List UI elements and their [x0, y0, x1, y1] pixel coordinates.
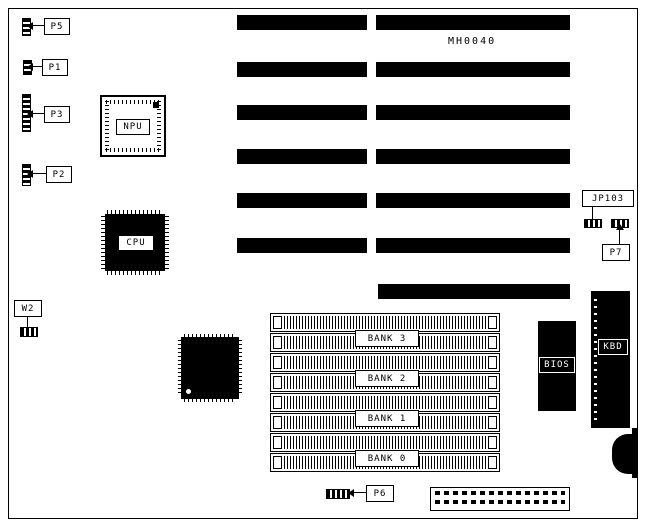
simm-pins [284, 356, 486, 369]
isa-slot [378, 284, 570, 299]
simm-socket-row [270, 433, 500, 452]
simm-clip-right [488, 356, 497, 369]
p6-jumper-icon [326, 489, 350, 499]
isa-slot [376, 62, 570, 77]
simm-socket-row [270, 353, 500, 372]
label-p7: P7 [602, 244, 630, 261]
p6-pointer-arrow [348, 489, 366, 497]
simm-clip-right [488, 376, 497, 389]
isa-slot [237, 193, 367, 208]
w2-jumper-icon [20, 327, 38, 337]
simm-clip-right [488, 336, 497, 349]
cpu-pins-right [165, 216, 169, 269]
simm-pins [284, 436, 486, 449]
label-bank0: BANK 0 [355, 450, 419, 467]
keyboard-din-bracket [632, 428, 638, 478]
simm-pins [284, 396, 486, 409]
kbd-label: KBD [598, 339, 628, 355]
jp103-pointer-line [592, 205, 593, 219]
npu-pins-right [157, 101, 161, 151]
logic-chip-body [181, 337, 239, 399]
logic-chip-pins-left [178, 340, 182, 396]
label-p1: P1 [42, 59, 68, 76]
isa-slot [237, 238, 367, 253]
edge-pads-row-bottom [435, 500, 565, 504]
simm-clip-left [273, 396, 282, 409]
edge-pad-connector [430, 487, 570, 511]
isa-slot [237, 149, 367, 164]
simm-clip-left [273, 416, 282, 429]
p3-pointer-arrow [27, 110, 44, 118]
simm-clip-right [488, 396, 497, 409]
bios-chip: BIOS [538, 321, 576, 411]
simm-clip-right [488, 456, 497, 469]
jp103-jumper-icon [584, 219, 602, 228]
isa-slot [376, 238, 570, 253]
logic-chip [178, 334, 242, 402]
simm-pins [284, 316, 486, 329]
label-bank1: BANK 1 [355, 410, 419, 427]
isa-slot [376, 15, 570, 30]
npu-pins-bottom [106, 148, 160, 152]
p1-pointer-arrow [27, 63, 42, 71]
npu-chip: NPU [100, 95, 166, 157]
cpu-label: CPU [118, 235, 154, 251]
p7-pointer-arrow [616, 224, 624, 244]
isa-slot [376, 149, 570, 164]
isa-slot [237, 105, 367, 120]
simm-clip-right [488, 416, 497, 429]
npu-pins-left [105, 101, 109, 151]
simm-clip-right [488, 316, 497, 329]
kbd-chip-pins [594, 299, 597, 420]
simm-clip-left [273, 356, 282, 369]
simm-clip-right [488, 436, 497, 449]
board-id-text: MH0040 [448, 36, 497, 47]
logic-chip-pins-bottom [184, 398, 236, 402]
npu-orientation-mark [153, 102, 159, 108]
simm-clip-left [273, 376, 282, 389]
label-p6: P6 [366, 485, 394, 502]
cpu-chip: CPU [101, 210, 169, 275]
isa-slot [376, 193, 570, 208]
p5-pointer-arrow [27, 22, 44, 30]
npu-label: NPU [116, 119, 150, 135]
isa-slot [237, 62, 367, 77]
isa-slot [237, 15, 367, 30]
logic-chip-pins-top [184, 334, 236, 338]
label-jp103: JP103 [582, 190, 634, 207]
p2-pointer-arrow [27, 170, 46, 178]
isa-slot [376, 105, 570, 120]
logic-chip-pins-right [238, 340, 242, 396]
simm-clip-left [273, 336, 282, 349]
kbd-chip: KBD [591, 291, 630, 428]
cpu-pins-left [101, 216, 105, 269]
logic-chip-pin1-mark [186, 389, 191, 394]
simm-clip-left [273, 436, 282, 449]
w2-pointer-line [27, 315, 28, 327]
simm-socket-row [270, 393, 500, 412]
label-w2: W2 [14, 300, 42, 317]
simm-clip-left [273, 456, 282, 469]
simm-socket-row [270, 313, 500, 332]
edge-pads-row-top [435, 491, 565, 495]
cpu-pins-top [107, 210, 163, 214]
bios-label: BIOS [539, 357, 575, 373]
label-p2: P2 [46, 166, 72, 183]
label-p5: P5 [44, 18, 70, 35]
simm-clip-left [273, 316, 282, 329]
cpu-pins-bottom [107, 271, 163, 275]
label-bank2: BANK 2 [355, 370, 419, 387]
keyboard-din-connector [612, 434, 633, 474]
label-bank3: BANK 3 [355, 330, 419, 347]
npu-pins-top [106, 100, 160, 104]
label-p3: P3 [44, 106, 70, 123]
diagram-border [8, 8, 638, 519]
